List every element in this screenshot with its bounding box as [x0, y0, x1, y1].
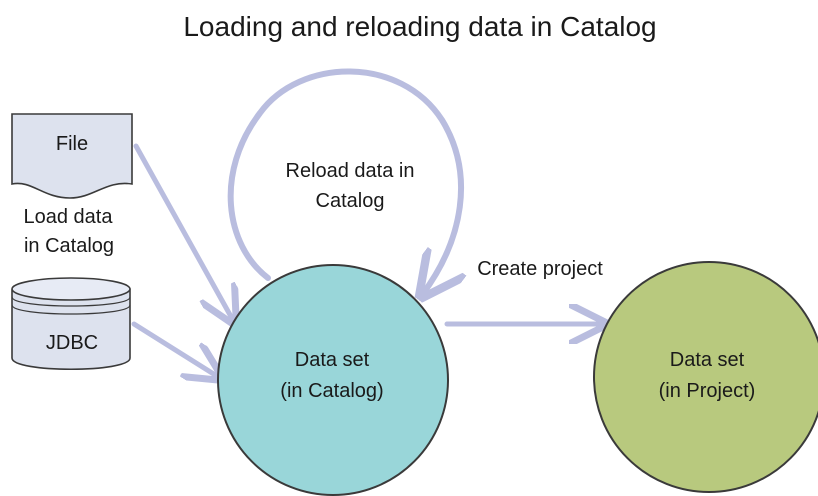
file-document [11, 113, 133, 199]
project-dataset-circle [593, 261, 818, 493]
file-to-catalog-arrow [133, 143, 234, 322]
catalog-dataset-circle [217, 264, 449, 496]
reload-arrow [227, 68, 461, 295]
reload-label-line1: Reload data in [286, 160, 415, 182]
jdbc-cylinder-ring-2 [11, 304, 131, 315]
project-dataset-line2: (in Project) [659, 380, 756, 402]
jdbc-to-catalog-arrow [131, 321, 220, 378]
load-label-line1: Load data [24, 206, 114, 228]
file-label: File [56, 133, 88, 155]
load-label-line2: in Catalog [24, 235, 114, 257]
diagram-title: Loading and reloading data in Catalog [183, 11, 656, 42]
jdbc-database [11, 277, 131, 370]
jdbc-cylinder-ring-1 [11, 296, 131, 307]
catalog-dataset-line1: Data set [295, 349, 370, 371]
reload-label-line2: Catalog [316, 190, 385, 212]
jdbc-label: JDBC [46, 332, 98, 354]
jdbc-cylinder-top [11, 277, 131, 301]
project-dataset-line1: Data set [670, 349, 745, 371]
create-project-label: Create project [477, 258, 603, 280]
catalog-dataset-line2: (in Catalog) [280, 380, 383, 402]
